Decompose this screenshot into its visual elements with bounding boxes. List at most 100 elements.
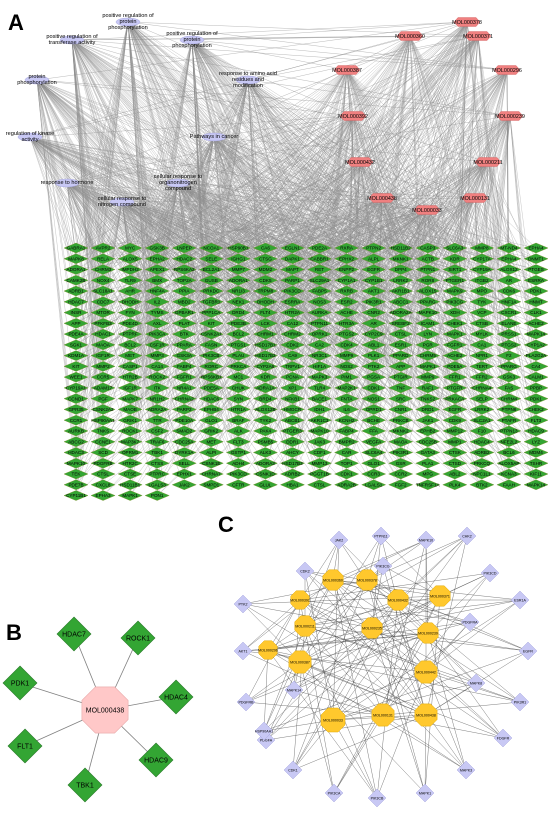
target-label-a: CHRM2 xyxy=(284,332,301,337)
target-node-a: FLT3 xyxy=(225,436,251,447)
target-node-a: TOP1 xyxy=(334,458,360,469)
edge-c xyxy=(332,579,467,771)
target-label-a: ELANE xyxy=(501,321,516,326)
target-node-a: PTGER3 xyxy=(279,425,305,437)
target-label-a: PPIA xyxy=(179,289,190,294)
target-label-a: MAOA xyxy=(394,439,408,444)
target-label-a: PTGER1 xyxy=(446,278,465,283)
target-node-a: TOP2A xyxy=(171,275,197,286)
target-shape-a xyxy=(307,275,333,286)
target-label-a: PLAT xyxy=(179,321,190,326)
target-shape-a xyxy=(307,242,333,254)
target-shape-a xyxy=(523,350,549,361)
target-shape-a xyxy=(279,404,305,415)
target-shape-a xyxy=(225,361,251,372)
target-shape-c xyxy=(480,563,500,583)
target-node-a: BCL2A1 xyxy=(198,264,224,275)
pathway-node-a: response to hormone xyxy=(41,178,93,188)
target-label-a: EGFR xyxy=(448,407,461,412)
target-label-a: CA14 xyxy=(151,364,163,369)
edge-c xyxy=(304,625,521,703)
compound-label-a: MOL000371 xyxy=(463,34,493,40)
target-node-a: HDAC2 xyxy=(171,253,197,264)
target-node-a: FABP4 xyxy=(171,361,197,372)
target-node-a: ROCK1 xyxy=(117,425,143,437)
target-shape-a xyxy=(415,458,441,469)
target-shape-a xyxy=(307,296,333,308)
compound-shape-c xyxy=(294,615,316,637)
edge-c xyxy=(371,627,529,652)
target-shape-a xyxy=(307,328,333,340)
target-label-a: PRKCB xyxy=(393,418,409,423)
target-shape-a xyxy=(117,371,143,383)
target-shape-a xyxy=(334,296,360,308)
target-label-a: MET xyxy=(125,353,135,358)
target-node-a: PTGS2 xyxy=(496,339,522,351)
target-node-a: PARP2 xyxy=(171,404,197,415)
target-label-a: CHRM5 xyxy=(420,353,437,358)
target-shape-a xyxy=(171,350,197,361)
target-shape-c xyxy=(371,526,391,546)
target-label-a: SYN xyxy=(234,396,243,401)
target-node-a: SYN xyxy=(225,393,251,404)
target-node-a: ACHE2 xyxy=(442,350,468,361)
target-node-a: MAPK1 xyxy=(442,328,468,340)
target-node-a: PGGT1B xyxy=(307,468,333,480)
target-node-c: HSP90AA1 xyxy=(254,721,274,741)
target-node-a: PIK3R1 xyxy=(388,447,414,458)
target-label-a: TOP1 xyxy=(341,461,353,466)
target-node-a: EGFR xyxy=(361,264,387,275)
target-shape-a xyxy=(252,253,278,264)
edge-a xyxy=(352,115,401,356)
target-shape-a xyxy=(63,425,89,437)
target-shape-a xyxy=(442,425,468,437)
target-label-a: MAPK10 xyxy=(310,429,329,434)
target-shape-a xyxy=(523,275,549,286)
target-label-a: PDK1 xyxy=(530,396,542,401)
target-label-c: PTPN11 xyxy=(374,534,387,538)
edge-a xyxy=(346,209,428,453)
target-label-a: ACHE2 xyxy=(528,321,544,326)
target-node-a: EPHB2 xyxy=(415,425,441,437)
target-shape-a xyxy=(171,328,197,340)
compound-node-a: MOL000296 xyxy=(492,65,522,75)
target-shape-a xyxy=(225,350,251,361)
target-node-a: PDE3B xyxy=(225,318,251,329)
compound-label-c: MOL000392 xyxy=(290,598,310,602)
label-line: protein xyxy=(183,37,200,43)
target-label-a: MAPK8 xyxy=(68,256,84,261)
target-label-c: PIK3CD xyxy=(484,571,497,575)
target-node-a: CA6 xyxy=(252,242,278,254)
target-shape-a xyxy=(442,253,468,264)
edge-a xyxy=(265,161,489,410)
target-node-a: CAMK2B xyxy=(63,275,89,286)
target-shape-a xyxy=(469,458,495,469)
target-node-a: CSNK2A2 xyxy=(90,404,116,415)
target-node-a: F10 xyxy=(469,425,495,437)
target-label-a: CDK1 xyxy=(368,386,381,391)
target-label-a: PARP1 xyxy=(285,278,300,283)
target-node-a: LGALS1 xyxy=(361,479,387,490)
edge-a xyxy=(481,115,511,399)
target-node-a: PDE2A xyxy=(307,242,333,254)
target-node-a: ALPL xyxy=(361,253,387,264)
target-shape-a xyxy=(523,371,549,383)
target-label-a: BCL6 xyxy=(503,450,515,455)
target-shape-a xyxy=(63,307,89,318)
target-label-a: CA9 xyxy=(288,353,297,358)
target-node-a: PPIA xyxy=(171,285,197,297)
target-node-a: KCNH2 xyxy=(334,414,360,426)
target-node-a: TSHR xyxy=(523,458,549,469)
label-line: positive regulation of xyxy=(166,31,218,37)
target-label-c: PIK3R1 xyxy=(514,700,526,704)
target-shape-a xyxy=(117,328,143,340)
target-label-b: ROCK1 xyxy=(126,636,150,643)
target-label-a: CDK1 xyxy=(340,472,353,477)
target-shape-a xyxy=(496,414,522,426)
target-shape-a xyxy=(198,296,224,308)
target-shape-a xyxy=(279,307,305,318)
target-label-a: ALOX5AP xyxy=(498,461,519,466)
target-label-a: DNMT1 xyxy=(528,256,544,261)
target-shape-a xyxy=(252,447,278,458)
